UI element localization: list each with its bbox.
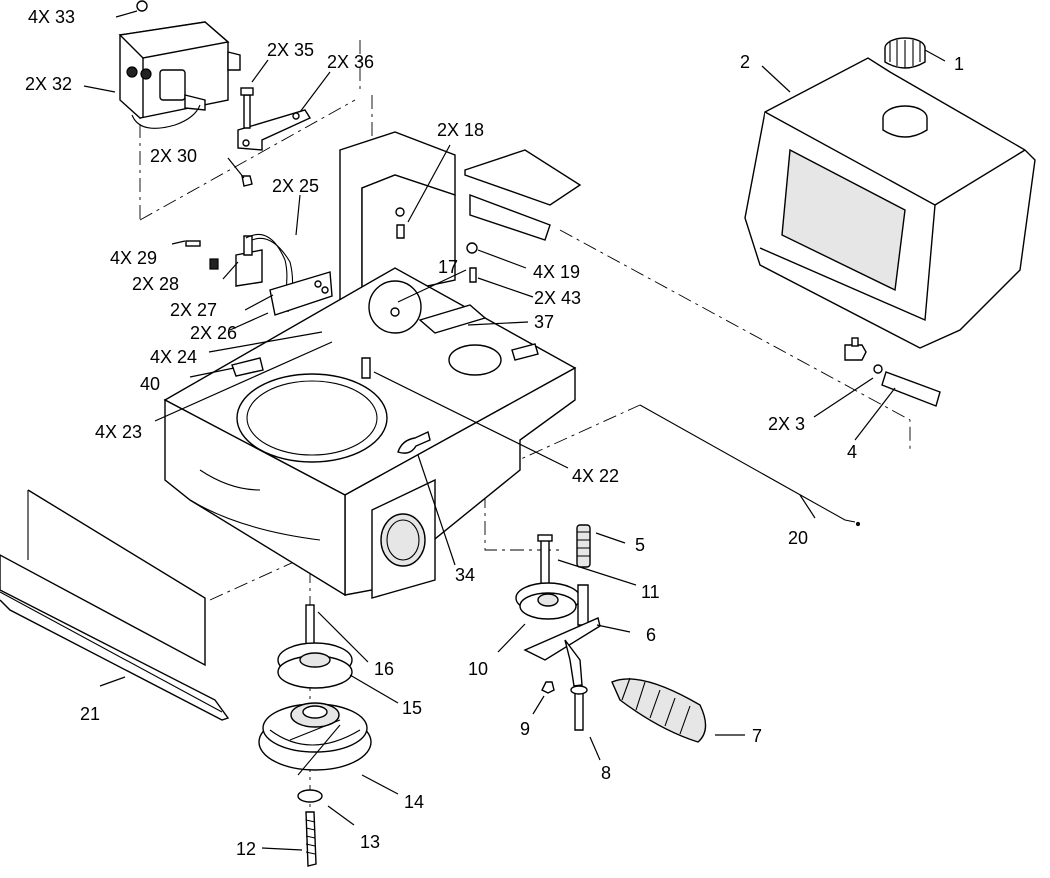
callout-20: 20 bbox=[788, 528, 808, 548]
callout-22: 4X 22 bbox=[572, 466, 619, 486]
callout-19: 4X 19 bbox=[533, 262, 580, 282]
control-rod bbox=[639, 404, 861, 527]
callout-18: 2X 18 bbox=[437, 120, 484, 140]
callout-35: 2X 35 bbox=[267, 40, 314, 60]
callout-21: 21 bbox=[80, 704, 100, 724]
switch-harness bbox=[185, 233, 349, 346]
callout-23: 4X 23 bbox=[95, 422, 142, 442]
callout-12: 12 bbox=[236, 839, 256, 859]
control-bracket bbox=[237, 87, 312, 187]
callout-8: 8 bbox=[601, 763, 611, 783]
clutch-group bbox=[258, 604, 372, 867]
callout-24: 4X 24 bbox=[150, 347, 197, 367]
callout-5: 5 bbox=[635, 535, 645, 555]
callout-13: 13 bbox=[360, 832, 380, 852]
fuel-hose bbox=[844, 337, 941, 407]
callout-33: 4X 33 bbox=[28, 7, 75, 27]
callout-32: 2X 32 bbox=[25, 74, 72, 94]
fuel-tank bbox=[744, 37, 1036, 349]
callout-9: 9 bbox=[520, 719, 530, 739]
idler-pulley-group bbox=[515, 524, 707, 743]
callout-40: 40 bbox=[140, 374, 160, 394]
main-frame bbox=[163, 131, 582, 599]
belt-guard bbox=[0, 489, 230, 721]
leader-lines bbox=[83, 10, 946, 851]
pump-assembly bbox=[118, 0, 241, 129]
callout-11: 11 bbox=[641, 582, 660, 602]
callout-29: 4X 29 bbox=[110, 248, 157, 268]
callout-10: 10 bbox=[468, 659, 488, 679]
callout-25: 2X 25 bbox=[272, 176, 319, 196]
callout-17: 17 bbox=[438, 257, 458, 277]
callout-27: 2X 27 bbox=[170, 300, 217, 320]
callout-36: 2X 36 bbox=[327, 52, 374, 72]
callout-37: 37 bbox=[534, 312, 554, 332]
callout-15: 15 bbox=[402, 698, 422, 718]
callout-34: 34 bbox=[455, 565, 475, 585]
callout-1: 1 bbox=[954, 54, 964, 74]
callout-14: 14 bbox=[404, 792, 424, 812]
callout-30: 2X 30 bbox=[150, 146, 197, 166]
callout-43: 2X 43 bbox=[534, 288, 581, 308]
callout-3: 2X 3 bbox=[768, 414, 805, 434]
callout-6: 6 bbox=[646, 625, 656, 645]
callout-2: 2 bbox=[740, 52, 750, 72]
callout-26: 2X 26 bbox=[190, 323, 237, 343]
callout-labels: 1 2 2X 3 4 5 6 7 8 9 10 11 12 13 14 15 1… bbox=[25, 7, 964, 859]
callout-16: 16 bbox=[374, 659, 394, 679]
callout-7: 7 bbox=[752, 726, 762, 746]
callout-28: 2X 28 bbox=[132, 274, 179, 294]
callout-4: 4 bbox=[847, 442, 857, 462]
